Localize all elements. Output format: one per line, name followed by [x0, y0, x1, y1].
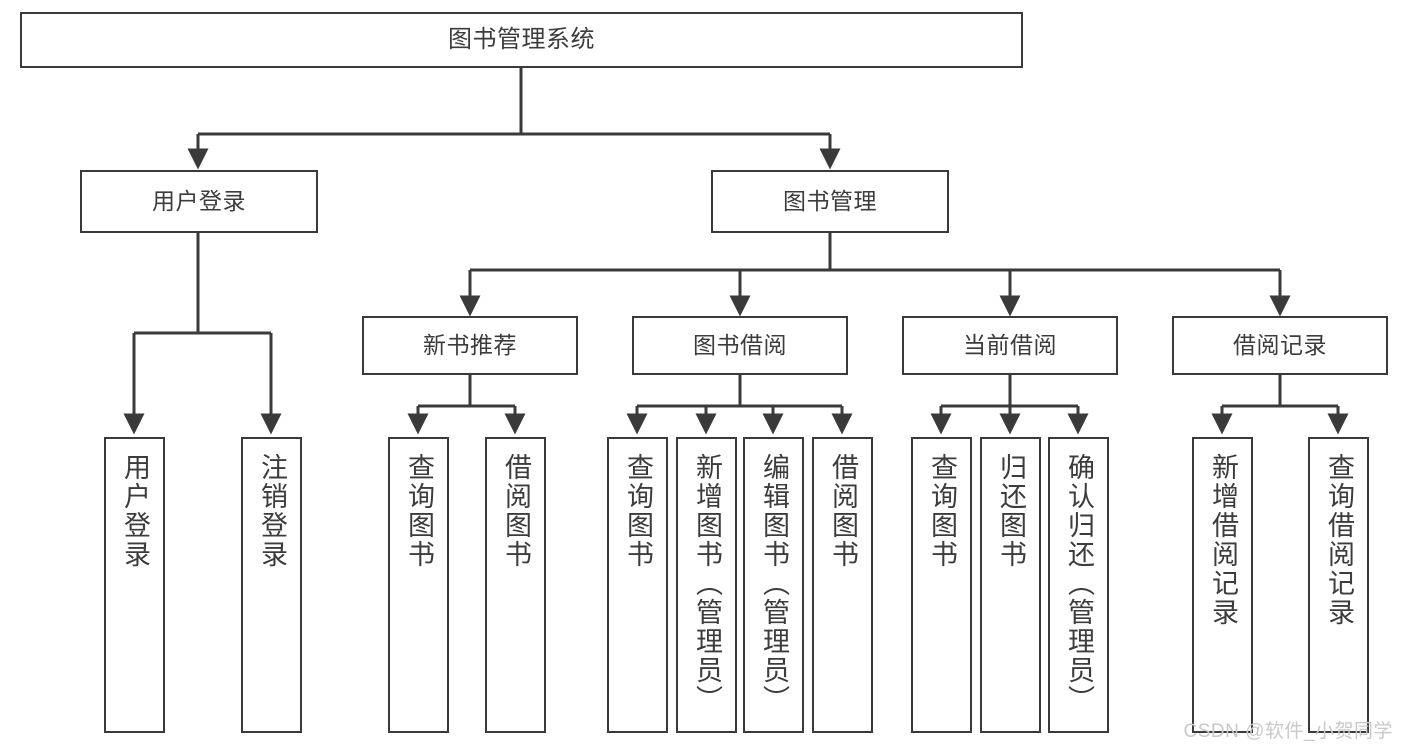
node-leaf-edit-book[interactable]: 编辑图书（管理员）	[743, 437, 804, 733]
node-leaf-borrow-book-2-label: 借阅图书	[828, 453, 858, 569]
node-leaf-query-book-1-label: 查询图书	[404, 453, 434, 569]
node-leaf-return-book[interactable]: 归还图书	[980, 437, 1041, 733]
node-leaf-borrow-book-1[interactable]: 借阅图书	[485, 437, 546, 733]
node-leaf-borrow-book-2[interactable]: 借阅图书	[812, 437, 873, 733]
node-new-book-recommend[interactable]: 新书推荐	[362, 316, 578, 375]
node-leaf-user-login-label: 用户登录	[120, 453, 150, 569]
node-leaf-confirm-return-label: 确认归还（管理员）	[1064, 453, 1094, 714]
node-leaf-return-book-label: 归还图书	[996, 453, 1026, 569]
node-leaf-query-book-2[interactable]: 查询图书	[607, 437, 668, 733]
node-book-management-label: 图书管理	[783, 187, 877, 214]
node-borrow-record[interactable]: 借阅记录	[1172, 316, 1388, 375]
node-leaf-edit-book-label: 编辑图书（管理员）	[759, 453, 789, 714]
node-leaf-confirm-return[interactable]: 确认归还（管理员）	[1048, 437, 1109, 733]
node-leaf-borrow-book-1-label: 借阅图书	[501, 453, 531, 569]
watermark-text: CSDN @软件_小贺同学	[1183, 721, 1393, 742]
node-leaf-add-book[interactable]: 新增图书（管理员）	[676, 437, 737, 733]
node-leaf-add-record-label: 新增借阅记录	[1208, 453, 1238, 627]
node-leaf-query-record-label: 查询借阅记录	[1324, 453, 1354, 627]
node-leaf-user-login[interactable]: 用户登录	[104, 437, 165, 733]
node-book-borrow[interactable]: 图书借阅	[632, 316, 848, 375]
node-leaf-logout-login-label: 注销登录	[257, 453, 287, 569]
node-user-login[interactable]: 用户登录	[80, 170, 318, 233]
node-leaf-logout-login[interactable]: 注销登录	[241, 437, 302, 733]
node-leaf-query-book-3[interactable]: 查询图书	[911, 437, 972, 733]
node-root-system[interactable]: 图书管理系统	[20, 12, 1023, 68]
node-current-borrow-label: 当前借阅	[963, 331, 1057, 358]
node-leaf-query-book-1[interactable]: 查询图书	[388, 437, 449, 733]
node-root-system-label: 图书管理系统	[448, 25, 595, 53]
node-borrow-record-label: 借阅记录	[1233, 331, 1327, 358]
node-leaf-add-record[interactable]: 新增借阅记录	[1192, 437, 1253, 733]
node-leaf-query-book-2-label: 查询图书	[623, 453, 653, 569]
node-current-borrow[interactable]: 当前借阅	[902, 316, 1118, 375]
node-leaf-query-record[interactable]: 查询借阅记录	[1308, 437, 1369, 733]
node-new-book-recommend-label: 新书推荐	[423, 331, 517, 358]
node-leaf-add-book-label: 新增图书（管理员）	[692, 453, 722, 714]
node-leaf-query-book-3-label: 查询图书	[927, 453, 957, 569]
node-book-management[interactable]: 图书管理	[711, 170, 949, 233]
node-user-login-label: 用户登录	[152, 187, 246, 214]
node-book-borrow-label: 图书借阅	[693, 331, 787, 358]
